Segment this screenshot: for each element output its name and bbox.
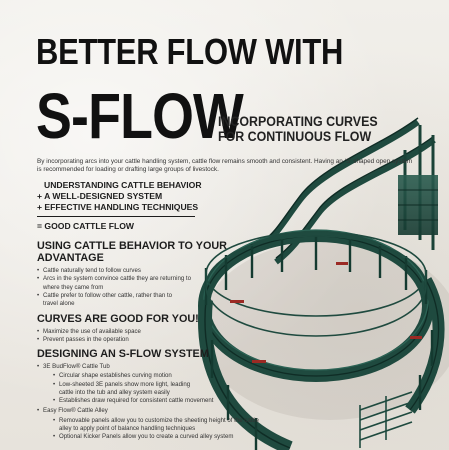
bullet-list: Maximize the use of available space Prev… — [37, 328, 237, 345]
section-title: USING CATTLE BEHAVIOR TO YOUR — [37, 240, 227, 252]
subhead-line-1: INCORPORATING CURVES — [218, 114, 378, 129]
section-curves: CURVES ARE GOOD FOR YOU! Maximize the us… — [37, 313, 237, 345]
list-item: Cattle naturally tend to follow curves — [37, 267, 237, 276]
flow-formula: UNDERSTANDING CATTLE BEHAVIOR + A WELL-D… — [37, 180, 237, 232]
list-item: Arcs in the system convince cattle they … — [37, 275, 197, 292]
list-item: 3E BudFlow® Cattle Tub Circular shape es… — [37, 363, 267, 406]
list-item: Removable panels allow you to customize … — [53, 417, 268, 434]
subhead: INCORPORATING CURVES FOR CONTINUOUS FLOW — [218, 114, 378, 144]
list-item: Cattle prefer to follow other cattle, ra… — [37, 292, 187, 309]
list-item: Maximize the use of available space — [37, 328, 237, 337]
section-title: ADVANTAGE — [37, 252, 104, 264]
bullet-list: 3E BudFlow® Cattle Tub Circular shape es… — [37, 363, 267, 442]
list-item: Circular shape establishes curving motio… — [53, 372, 267, 381]
bullet-list: Cattle naturally tend to follow curves A… — [37, 267, 237, 308]
list-item: Prevent passes in the operation — [37, 336, 237, 345]
list-item: Easy Flow® Cattle Alley Removable panels… — [37, 407, 267, 441]
section-title: CURVES ARE GOOD FOR YOU! — [37, 313, 199, 325]
list-item: Optional Kicker Panels allow you to crea… — [53, 433, 267, 442]
brand-title: S-FLOW — [36, 80, 244, 152]
formula-line: + A WELL-DESIGNED SYSTEM — [37, 191, 163, 201]
formula-divider — [37, 216, 195, 217]
intro-paragraph: By incorporating arcs into your cattle h… — [37, 158, 413, 174]
formula-result: = GOOD CATTLE FLOW — [37, 221, 134, 231]
item-label: 3E BudFlow® Cattle Tub — [43, 363, 110, 370]
section-title: DESIGNING AN S-FLOW SYSTEM — [37, 348, 209, 360]
formula-line: + EFFECTIVE HANDLING TECHNIQUES — [37, 202, 199, 212]
section-designing: DESIGNING AN S-FLOW SYSTEM 3E BudFlow® C… — [37, 348, 267, 442]
formula-line: UNDERSTANDING CATTLE BEHAVIOR — [44, 180, 202, 190]
list-item: Low-sheeted 3E panels show more light, l… — [53, 381, 203, 398]
sub-bullet-list: Circular shape establishes curving motio… — [43, 372, 267, 405]
subhead-line-2: FOR CONTINUOUS FLOW — [218, 129, 372, 144]
headline: BETTER FLOW WITH — [36, 31, 344, 72]
sub-bullet-list: Removable panels allow you to customize … — [43, 417, 267, 442]
alley-upper — [260, 119, 420, 249]
item-label: Easy Flow® Cattle Alley — [43, 407, 108, 415]
section-cattle-behavior: USING CATTLE BEHAVIOR TO YOUR ADVANTAGE … — [37, 240, 237, 308]
list-item: Establishes draw required for consistent… — [53, 397, 267, 406]
